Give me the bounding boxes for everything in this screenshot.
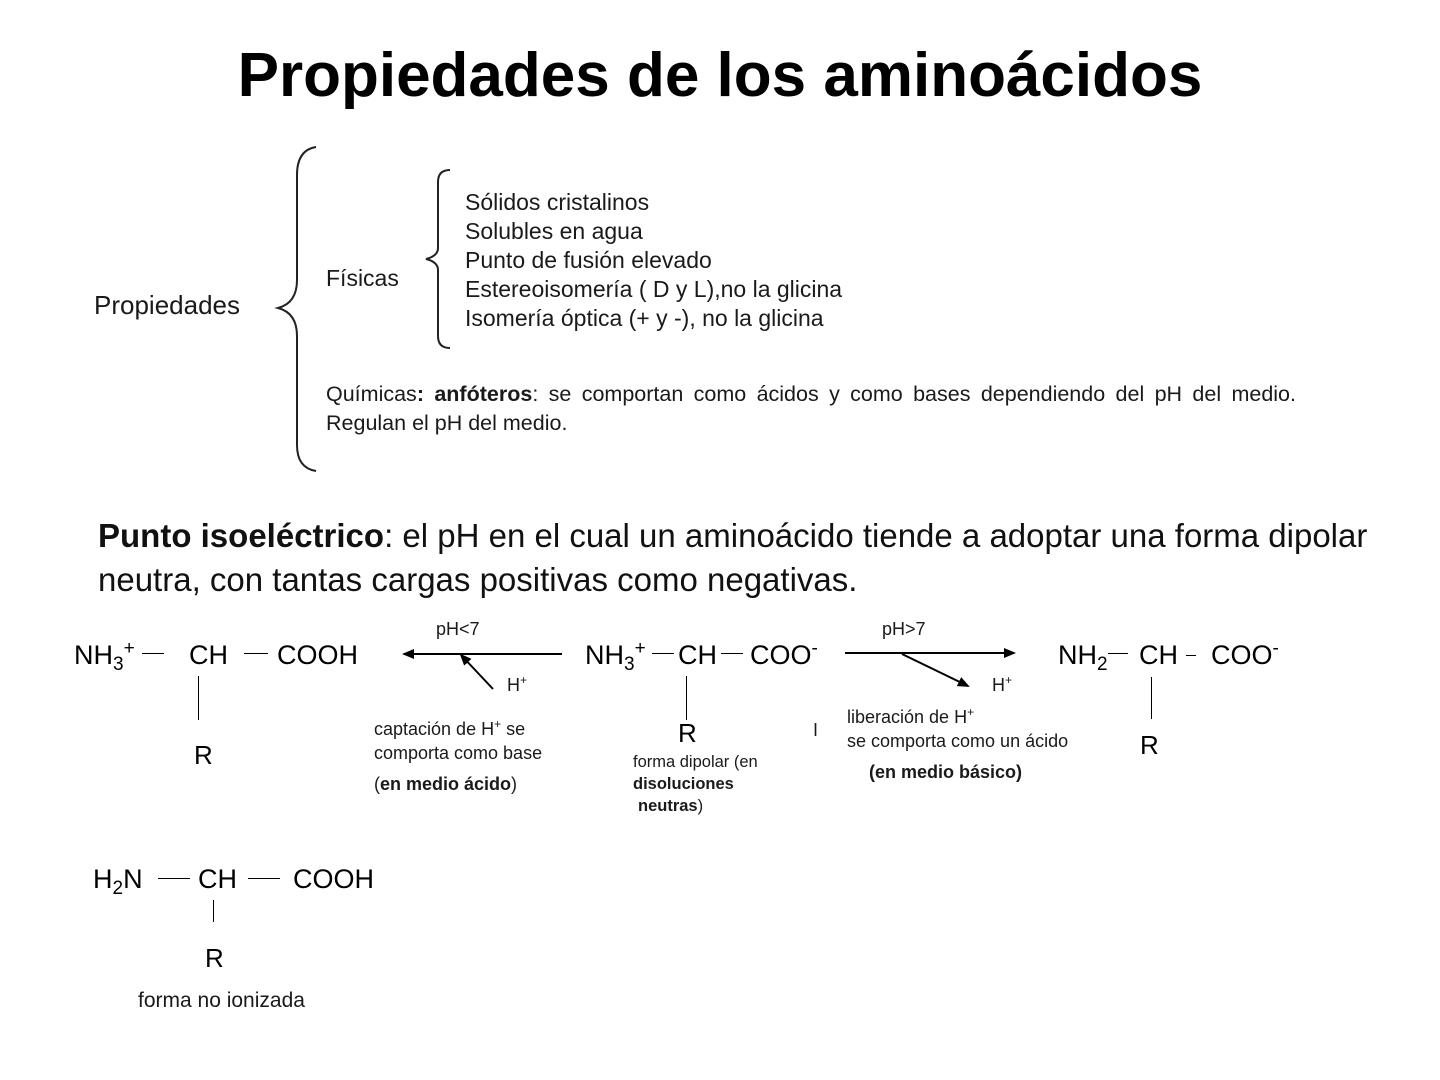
list-item: Isomería óptica (+ y -), no la glicina (465, 305, 824, 331)
dipolar-form-carboxyl: COO- (750, 638, 818, 670)
basic-form-carboxyl: COO- (1211, 638, 1279, 670)
large-brace-icon (274, 146, 317, 472)
acid-caption: captación de H+ se comporta como base (e… (374, 717, 543, 794)
chemical-properties: Químicas: anfóteros: se comportan como á… (326, 380, 1296, 438)
physical-label: Físicas (326, 265, 399, 291)
arrow-h-out-icon (901, 653, 970, 687)
dipolar-form-side-chain: R (678, 718, 697, 748)
bond (213, 900, 214, 922)
basic-form-center: CH (1139, 640, 1178, 670)
dipolar-form-center: CH (678, 640, 717, 670)
non-ionized-center: CH (198, 864, 237, 894)
bond (1186, 655, 1196, 656)
bond (721, 653, 743, 654)
acid-arrow-label: pH<7 (436, 619, 480, 639)
bond (686, 676, 687, 720)
isoelectric-text: : el pH en el cual un aminoácido tiende … (98, 517, 1368, 598)
chemical-label: Químicas (326, 382, 417, 406)
page-title: Propiedades de los aminoácidos (237, 41, 1203, 110)
acid-form-carboxyl: COOH (277, 640, 358, 670)
dipolar-caption: forma dipolar (en disoluciones neutras) (633, 753, 758, 815)
bond (1108, 653, 1128, 654)
bond (652, 653, 674, 654)
list-item: Solubles en agua (465, 218, 643, 244)
bond (158, 878, 190, 879)
non-ionized-side-chain: R (205, 943, 224, 973)
acid-arrow-ion: H+ (507, 673, 528, 695)
bond (244, 653, 268, 654)
dipolar-form-amine: NH3+ (585, 638, 646, 675)
basic-form-side-chain: R (1140, 730, 1159, 760)
non-ionized-carboxyl: COOH (293, 864, 374, 894)
bond (248, 878, 280, 879)
chemical-colon: : (416, 382, 424, 406)
bond (1151, 677, 1152, 719)
list-item: Sólidos cristalinos (465, 189, 650, 215)
acid-form-amine: NH3+ (74, 638, 135, 675)
basic-arrow-ion: H+ (992, 673, 1013, 695)
small-brace-icon (425, 169, 451, 349)
basic-form-amine: NH2 (1058, 640, 1108, 675)
isoelectric-definition: Punto isoeléctrico: el pH en el cual un … (98, 514, 1378, 602)
non-ionized-caption: forma no ionizada (138, 989, 305, 1012)
list-item: Estereoisomería ( D y L),no la glicina (465, 276, 843, 302)
stray-mark: I (813, 720, 819, 740)
isoelectric-term: Punto isoeléctrico (98, 517, 385, 554)
acid-form-side-chain: R (194, 740, 213, 770)
chemical-description: : se comportan como ácidos y como bases … (326, 382, 1296, 435)
bond (142, 653, 164, 654)
list-item: Punto de fusión elevado (465, 247, 712, 273)
bond (198, 676, 199, 720)
physical-properties-list: Sólidos cristalinos Solubles en agua Pun… (465, 188, 842, 333)
amphoteric-term: anfóteros (434, 382, 533, 406)
basic-caption: liberación de H+ se comporta como un áci… (847, 705, 1069, 782)
non-ionized-amine: H2N (93, 864, 143, 899)
arrow-h-in-icon (459, 653, 494, 690)
properties-label: Propiedades (94, 290, 240, 320)
acid-form-center: CH (189, 640, 228, 670)
basic-arrow-label: pH>7 (882, 619, 926, 639)
